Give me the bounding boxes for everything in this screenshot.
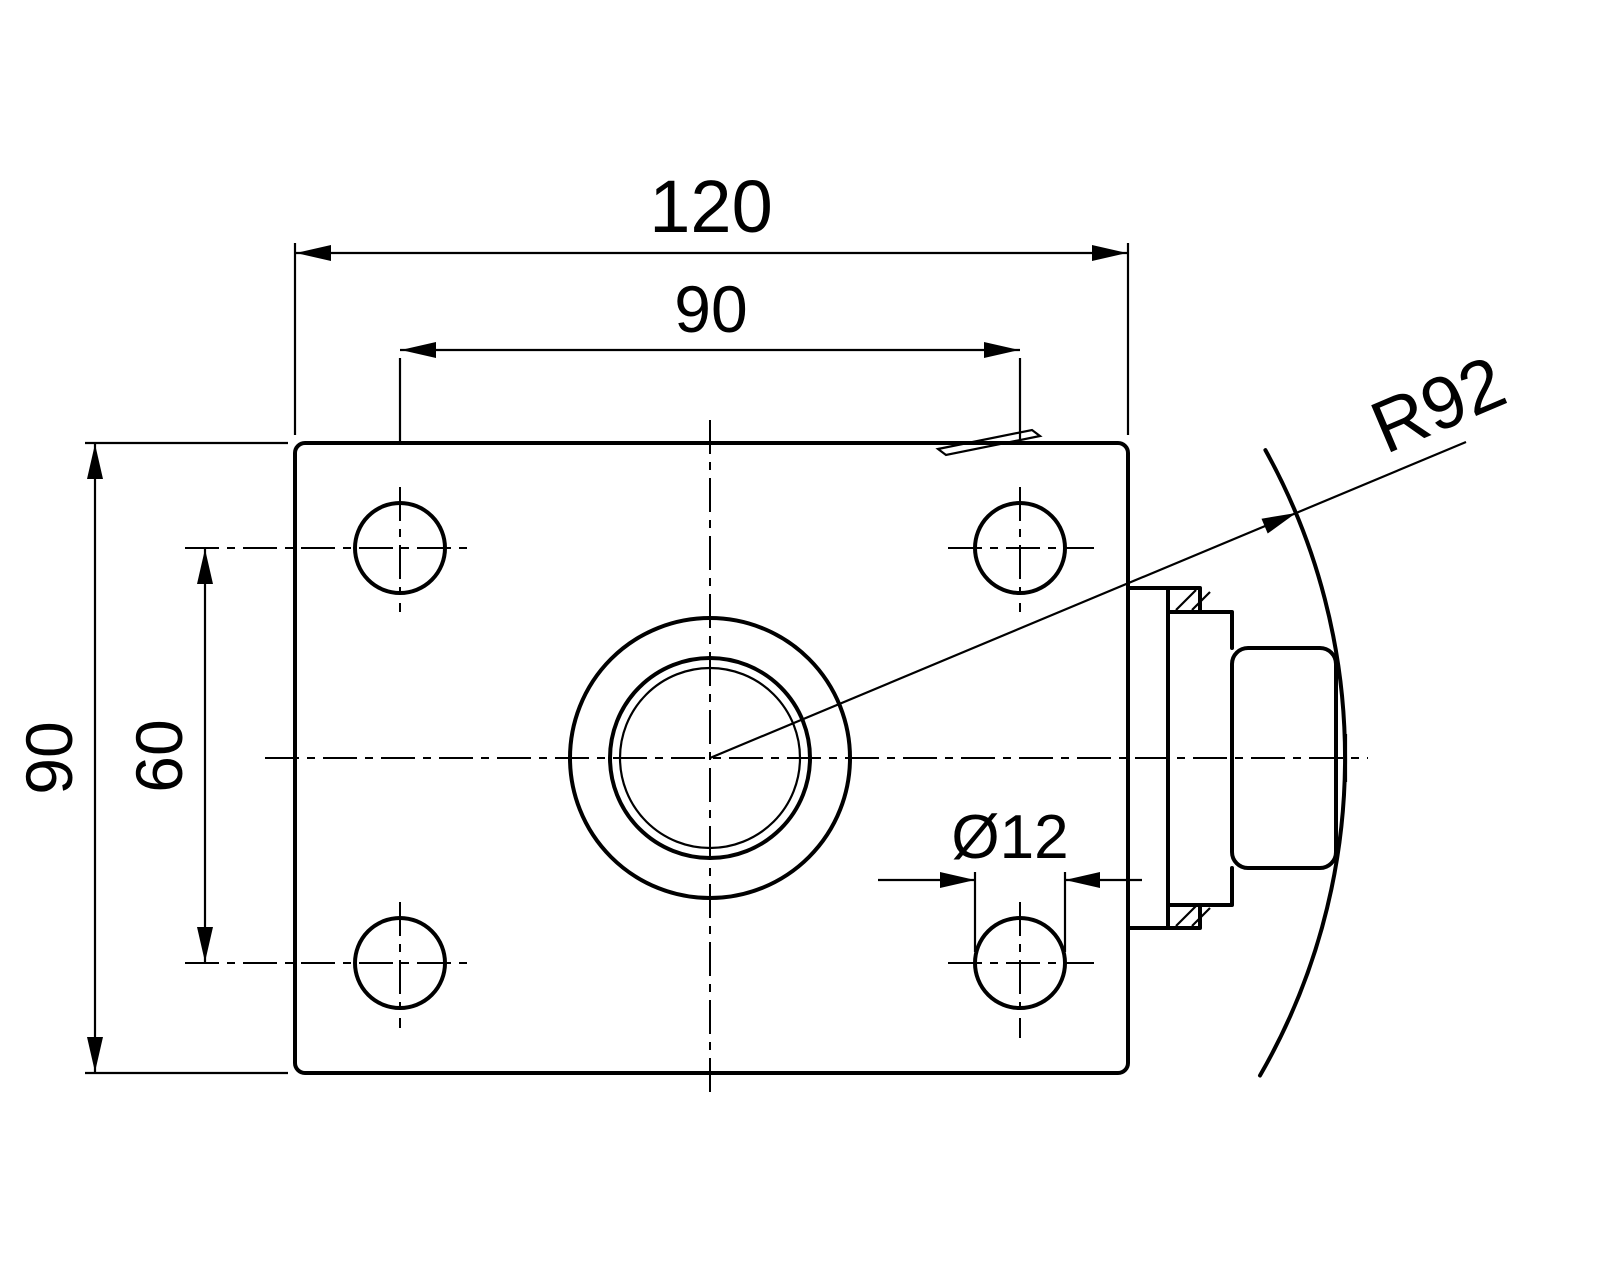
- fork-top-bracket: [1166, 586, 1234, 650]
- arrowhead-left-inward: [940, 872, 975, 888]
- arrowhead-left: [296, 245, 331, 261]
- arrowhead-on-arc: [1261, 513, 1296, 534]
- dim-label-90-top: 90: [674, 272, 747, 346]
- arrowhead-right: [984, 342, 1019, 358]
- dimension-overall-height: 90: [12, 441, 288, 1075]
- dimension-wheel-radius: R92: [709, 340, 1517, 760]
- arrowhead-top: [87, 444, 103, 479]
- wheel-radius-arc: [1258, 448, 1348, 1078]
- top-edge-sliver-detail: [935, 428, 1043, 457]
- arrowhead-bottom: [197, 927, 213, 962]
- swivel-boss-outer: [568, 616, 852, 900]
- wheel-hub-barrel: [1230, 646, 1338, 870]
- arrowhead-right-inward: [1065, 872, 1100, 888]
- dim-label-120: 120: [649, 165, 772, 248]
- dimension-overall-width: 120: [293, 165, 1130, 435]
- dim-label-diameter-12: Ø12: [951, 803, 1068, 872]
- bolt-hole-bottom-left: [353, 916, 447, 1010]
- bolt-hole-top-right: [973, 501, 1067, 595]
- dim-label-60: 60: [122, 719, 196, 792]
- arrowhead-left: [401, 342, 436, 358]
- bolt-hole-top-left: [353, 501, 447, 595]
- swivel-bore-outer: [608, 656, 812, 860]
- dimension-bolt-spacing-height: 60: [122, 548, 213, 963]
- mounting-plate: [293, 428, 1130, 1075]
- bracket-hatching: [1175, 589, 1211, 927]
- swivel-bore-inner: [618, 666, 802, 850]
- arrowhead-top: [197, 549, 213, 584]
- plate-outline: [293, 441, 1130, 1075]
- bolt-hole-bottom-right: [973, 916, 1067, 1010]
- fork-bottom-bracket: [1166, 866, 1234, 930]
- wheel-assembly-side: [1126, 448, 1348, 1078]
- arrowhead-bottom: [87, 1037, 103, 1072]
- dimension-bolt-hole-diameter: Ø12: [878, 803, 1142, 952]
- radius-leader-line: [709, 440, 1467, 760]
- dim-label-r92: R92: [1359, 340, 1516, 469]
- dim-label-90-left: 90: [12, 721, 86, 794]
- dimension-bolt-spacing-width: 90: [398, 272, 1022, 443]
- arrowhead-right: [1092, 245, 1127, 261]
